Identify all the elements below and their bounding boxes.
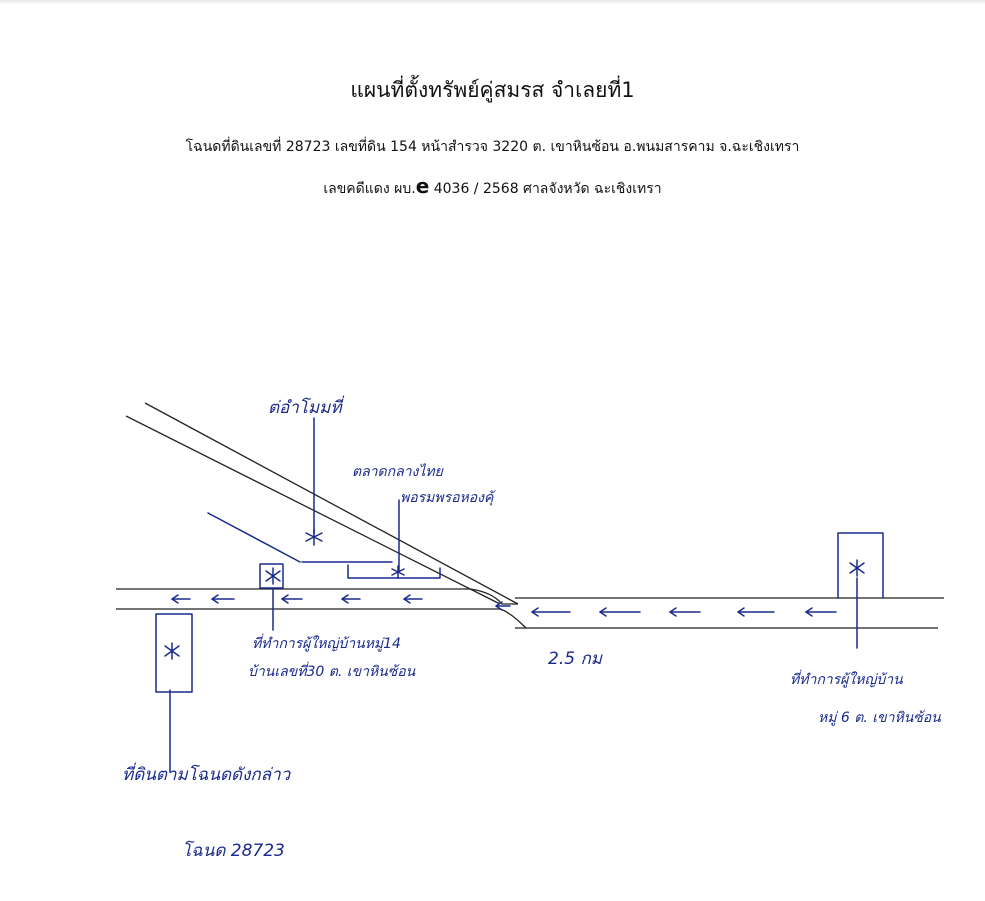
diagonal-road-edge-lower <box>125 415 501 605</box>
deed-info-line: โฉนดที่ดินเลขที่ 28723 เลขที่ดิน 154 หน้… <box>185 139 800 155</box>
document-title: แผนที่ตั้งทรัพย์คู่สมรส จำเลยที่1 <box>350 78 635 102</box>
case-suffix: 4036 / 2568 ศาลจังหวัด ฉะเชิงเทรา <box>429 181 662 197</box>
junction-curve-bottom <box>499 608 527 629</box>
case-prefix: เลขคดีแดง ผบ. <box>323 181 416 197</box>
top-landmark-label: ต่อำโมมที่ <box>268 395 345 418</box>
diagonal-road-edge-upper <box>144 402 519 605</box>
center-office-label-line1: ที่ทำการผู้ใหญ่บ้านหมู่14 <box>252 633 401 652</box>
property-label-line1: ที่ดินตามโฉนดดังกล่าว <box>122 762 292 785</box>
case-number-line: เลขคดีแดง ผบ.e 4036 / 2568 ศาลจังหวัด ฉะ… <box>0 174 985 200</box>
market-label-line2: พอรมพรอหองคุ้ <box>400 490 496 506</box>
star-marker-icon <box>849 559 865 577</box>
direction-arrows-right <box>531 607 837 617</box>
market-label-line1: ตลาดกลางไทย <box>352 463 444 480</box>
star-marker-icon <box>305 528 323 546</box>
property-box <box>155 613 193 773</box>
page-top-edge <box>0 0 985 5</box>
right-office-label-line2: หมู่ 6 ต. เขาหินซ้อน <box>818 710 941 726</box>
market-pointer <box>391 499 405 579</box>
right-office-label-line1: ที่ทำการผู้ใหญ่บ้าน <box>790 669 903 688</box>
property-label-line2: โฉนด 28723 <box>182 840 285 861</box>
distance-label: 2.5 กม <box>548 649 603 669</box>
right-office-box <box>837 532 884 649</box>
center-office-label-line2: บ้านเลขที่30 ต. เขาหินซ้อน <box>248 661 416 680</box>
market-building <box>207 512 441 579</box>
center-office-box <box>259 563 284 631</box>
case-letter: e <box>415 174 430 198</box>
top-pointer <box>305 417 323 546</box>
junction-curve-top <box>469 588 518 605</box>
star-marker-icon <box>164 642 180 660</box>
star-marker-icon <box>265 567 281 585</box>
direction-arrows-left <box>171 594 511 611</box>
star-marker-icon <box>391 565 405 579</box>
